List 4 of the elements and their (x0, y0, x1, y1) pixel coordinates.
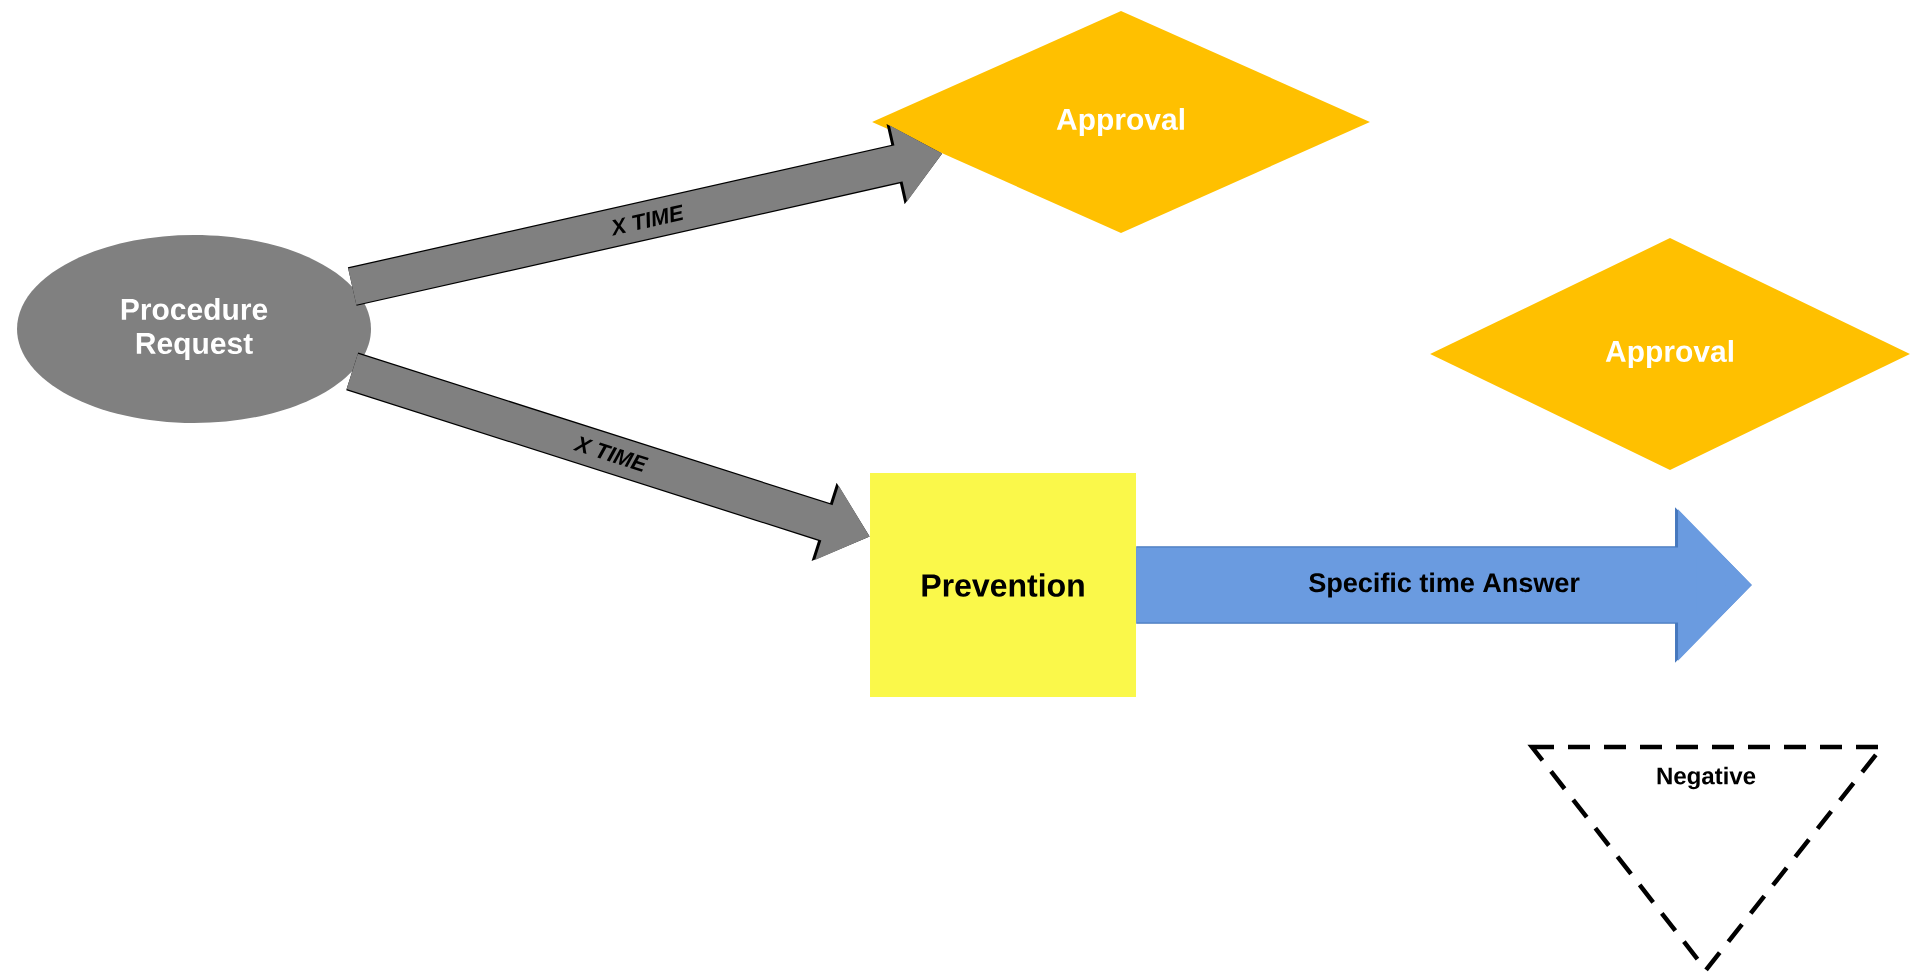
edge-label: Specific time Answer (1309, 572, 1580, 598)
edge-label: X TIME (612, 204, 683, 236)
process-box: Prevention (870, 473, 1136, 697)
edge-label: X TIME (572, 436, 649, 472)
